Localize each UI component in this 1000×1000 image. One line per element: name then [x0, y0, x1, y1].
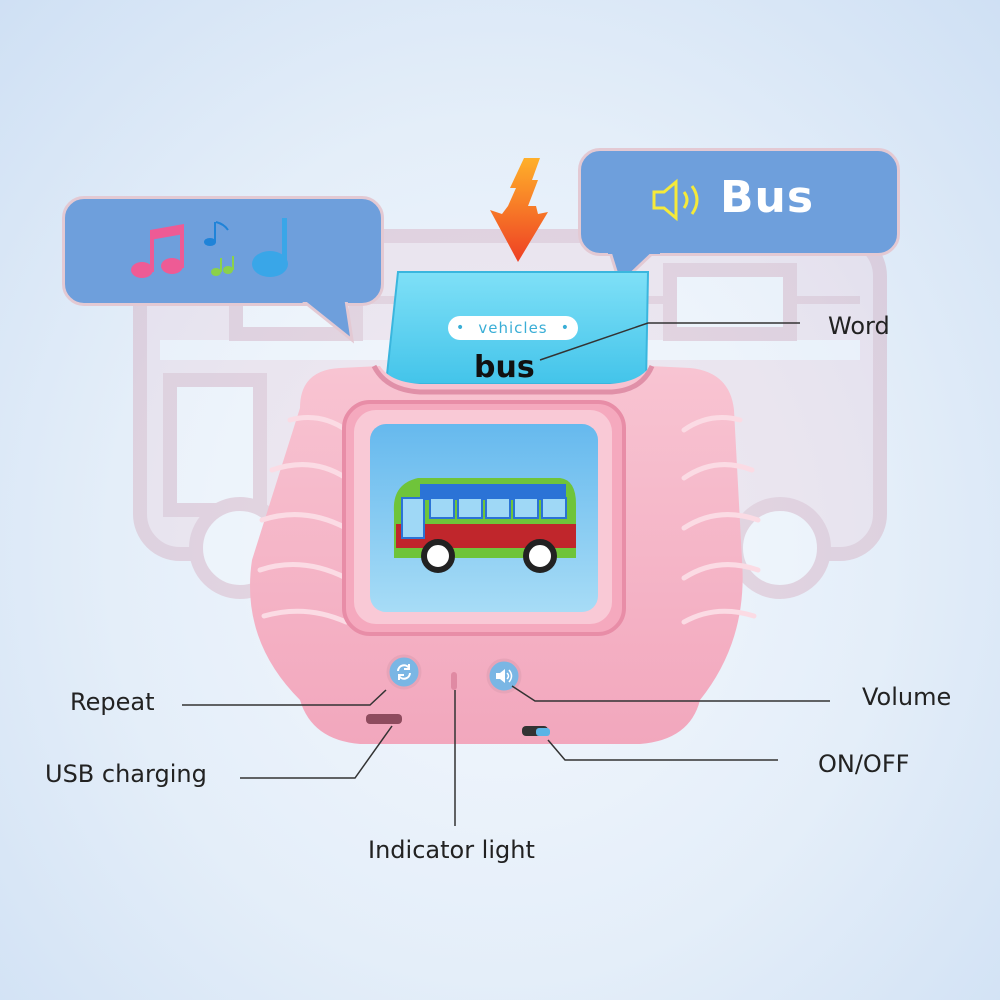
music-speech-bubble	[62, 196, 384, 306]
card-category: vehicles	[448, 316, 578, 340]
volume-icon	[496, 669, 513, 683]
label-usb-charging: USB charging	[45, 760, 207, 788]
label-repeat: Repeat	[70, 688, 155, 716]
bubble-word: Bus	[720, 172, 815, 223]
word-speech-bubble	[578, 148, 900, 256]
music-notes-icon	[131, 218, 288, 278]
speaker-icon	[652, 178, 699, 222]
left-bubble-tail	[300, 296, 355, 344]
card-word: bus	[474, 350, 535, 385]
label-on-off: ON/OFF	[818, 750, 910, 778]
repeat-icon	[397, 664, 411, 680]
insert-arrow-icon	[490, 158, 548, 262]
label-word: Word	[828, 312, 890, 340]
label-volume: Volume	[862, 683, 952, 711]
label-indicator-light: Indicator light	[368, 836, 535, 864]
